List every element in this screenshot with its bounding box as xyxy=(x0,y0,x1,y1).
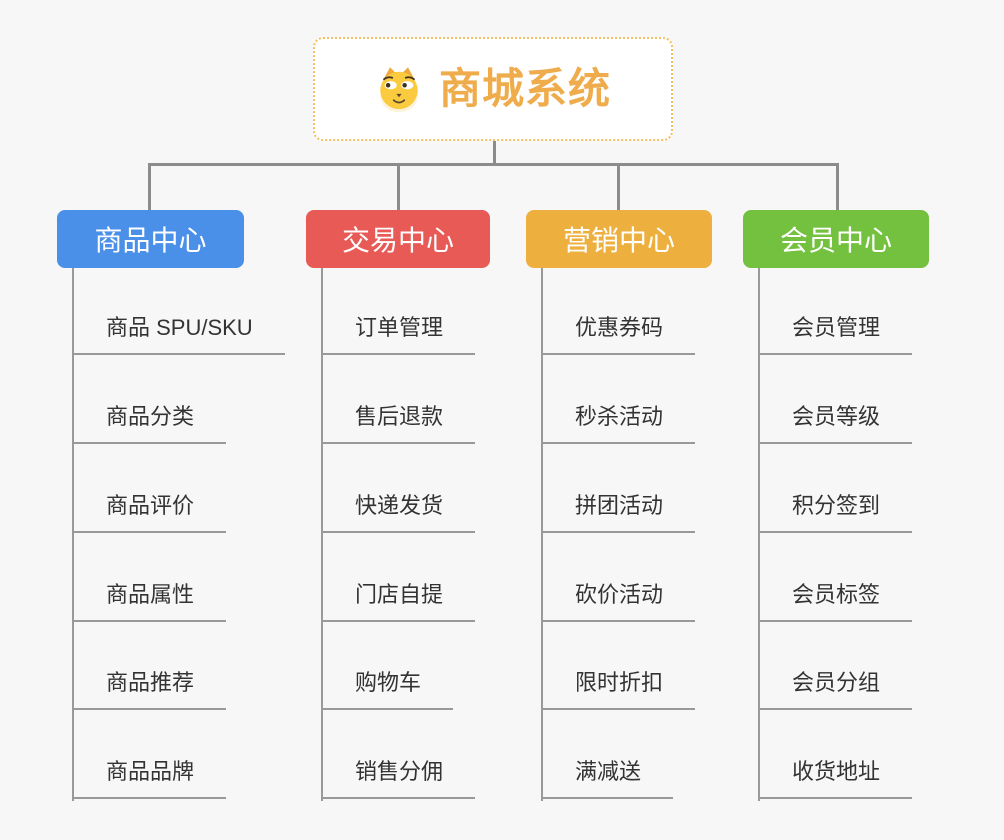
mindmap-item[interactable]: 商品品牌 xyxy=(72,757,227,799)
connector-horizontal-bar xyxy=(148,163,839,166)
mindmap-item[interactable]: 门店自提 xyxy=(321,580,476,622)
branch-label: 商品中心 xyxy=(94,225,207,256)
mindmap-item[interactable]: 商品属性 xyxy=(72,580,227,622)
connector-trunk xyxy=(541,268,543,801)
connector-drop-branch-2 xyxy=(617,163,620,211)
mindmap-item[interactable]: 限时折扣 xyxy=(541,668,696,710)
connector-drop-branch-1 xyxy=(397,163,400,211)
mindmap-item[interactable]: 会员等级 xyxy=(758,402,913,444)
mindmap-item[interactable]: 砍价活动 xyxy=(541,580,696,622)
mindmap-item[interactable]: 会员分组 xyxy=(758,668,913,710)
mindmap-item[interactable]: 拼团活动 xyxy=(541,491,696,533)
root-title: 商城系统 xyxy=(438,65,611,112)
connector-drop-branch-3 xyxy=(836,163,839,211)
connector-root-stub xyxy=(493,141,496,165)
branch-node-products[interactable]: 商品中心 xyxy=(57,210,244,268)
mindmap-item[interactable]: 会员标签 xyxy=(758,580,913,622)
branch-node-members[interactable]: 会员中心 xyxy=(743,210,929,268)
branch-label: 营销中心 xyxy=(562,225,675,256)
dog-face-icon xyxy=(375,65,423,113)
mindmap-item[interactable]: 销售分佣 xyxy=(321,757,476,799)
mindmap-item[interactable]: 商品推荐 xyxy=(72,668,227,710)
mindmap-item[interactable]: 购物车 xyxy=(321,668,454,710)
mindmap-item[interactable]: 优惠券码 xyxy=(541,313,696,355)
mindmap-item[interactable]: 售后退款 xyxy=(321,402,476,444)
root-node[interactable]: 商城系统 xyxy=(313,37,673,141)
branch-node-trade[interactable]: 交易中心 xyxy=(306,210,490,268)
mindmap-item[interactable]: 订单管理 xyxy=(321,313,476,355)
mindmap-item[interactable]: 秒杀活动 xyxy=(541,402,696,444)
branch-label: 交易中心 xyxy=(341,225,454,256)
connector-trunk xyxy=(72,268,74,801)
branch-label: 会员中心 xyxy=(779,225,892,256)
mindmap-item[interactable]: 会员管理 xyxy=(758,313,913,355)
connector-trunk xyxy=(321,268,323,801)
connector-trunk xyxy=(758,268,760,801)
mindmap-item[interactable]: 满减送 xyxy=(541,757,674,799)
mindmap-item[interactable]: 快递发货 xyxy=(321,491,476,533)
mindmap-item[interactable]: 积分签到 xyxy=(758,491,913,533)
mindmap-item[interactable]: 商品评价 xyxy=(72,491,227,533)
branch-node-marketing[interactable]: 营销中心 xyxy=(526,210,712,268)
mindmap-item[interactable]: 收货地址 xyxy=(758,757,913,799)
mindmap-item[interactable]: 商品 SPU/SKU xyxy=(72,313,285,355)
connector-drop-branch-0 xyxy=(148,163,151,211)
mindmap-item[interactable]: 商品分类 xyxy=(72,402,227,444)
